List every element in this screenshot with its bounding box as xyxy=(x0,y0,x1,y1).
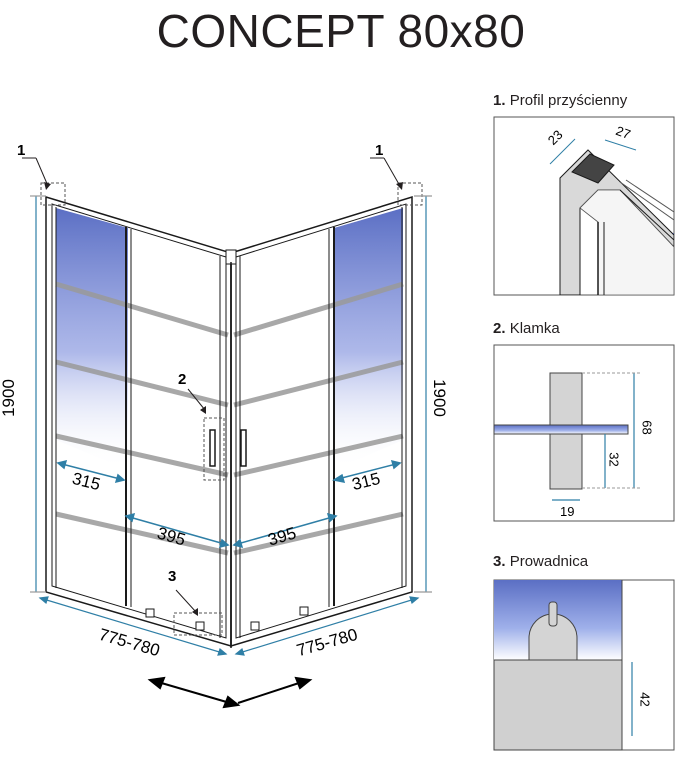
panel-1-number: 1. xyxy=(493,92,506,109)
right-stripes xyxy=(233,281,404,556)
handle-callout-box xyxy=(203,417,225,481)
left-stripes xyxy=(55,281,229,556)
fixed-right-dim xyxy=(332,459,402,483)
panel-2-number: 2. xyxy=(493,320,506,337)
corner-post xyxy=(225,249,237,265)
rollers xyxy=(145,606,309,631)
panel-1-label: Profil przyścienny xyxy=(509,92,628,109)
callout-1-right: 1 xyxy=(375,142,384,159)
handle-dim-32: 32 xyxy=(606,452,622,467)
height-label-left: 1900 xyxy=(0,379,18,417)
profile-detail xyxy=(493,116,675,296)
height-dim-right xyxy=(414,195,432,593)
right-fixed-glass-tint xyxy=(334,208,403,470)
handle-detail xyxy=(493,344,675,522)
height-label-right: 1900 xyxy=(429,379,449,417)
panel-3-label: Prowadnica xyxy=(509,553,589,570)
callout-3: 3 xyxy=(168,568,177,585)
profile-dims xyxy=(549,138,637,165)
panel-3-number: 3. xyxy=(493,553,506,570)
guide-detail xyxy=(493,579,675,751)
door-left-dim xyxy=(124,512,230,549)
door-right-dim xyxy=(232,512,338,549)
slide-arrows xyxy=(147,676,313,709)
profile-callout-box-left xyxy=(40,182,66,206)
handle-dim-19: 19 xyxy=(560,504,575,519)
panel-2-label: Klamka xyxy=(509,320,560,337)
handle-right xyxy=(240,429,247,467)
page-title: CONCEPT 80x80 xyxy=(156,5,526,57)
panel-3-heading: 3. Prowadnica xyxy=(493,553,588,570)
fixed-left-dim xyxy=(56,459,126,484)
base-left-dim xyxy=(38,596,228,656)
base-right-dim xyxy=(234,596,420,656)
callout-1-left: 1 xyxy=(17,142,26,159)
handle-dim-68: 68 xyxy=(639,420,655,435)
panel-1-heading: 1. Profil przyścienny xyxy=(493,92,627,109)
height-dim-left xyxy=(30,195,46,593)
handle-left xyxy=(209,429,216,467)
left-fixed-glass-tint xyxy=(56,208,128,470)
profile-callout-box-right xyxy=(397,182,423,206)
callout-2: 2 xyxy=(178,371,187,388)
guide-dim-42: 42 xyxy=(637,692,653,707)
panel-2-heading: 2. Klamka xyxy=(493,320,560,337)
